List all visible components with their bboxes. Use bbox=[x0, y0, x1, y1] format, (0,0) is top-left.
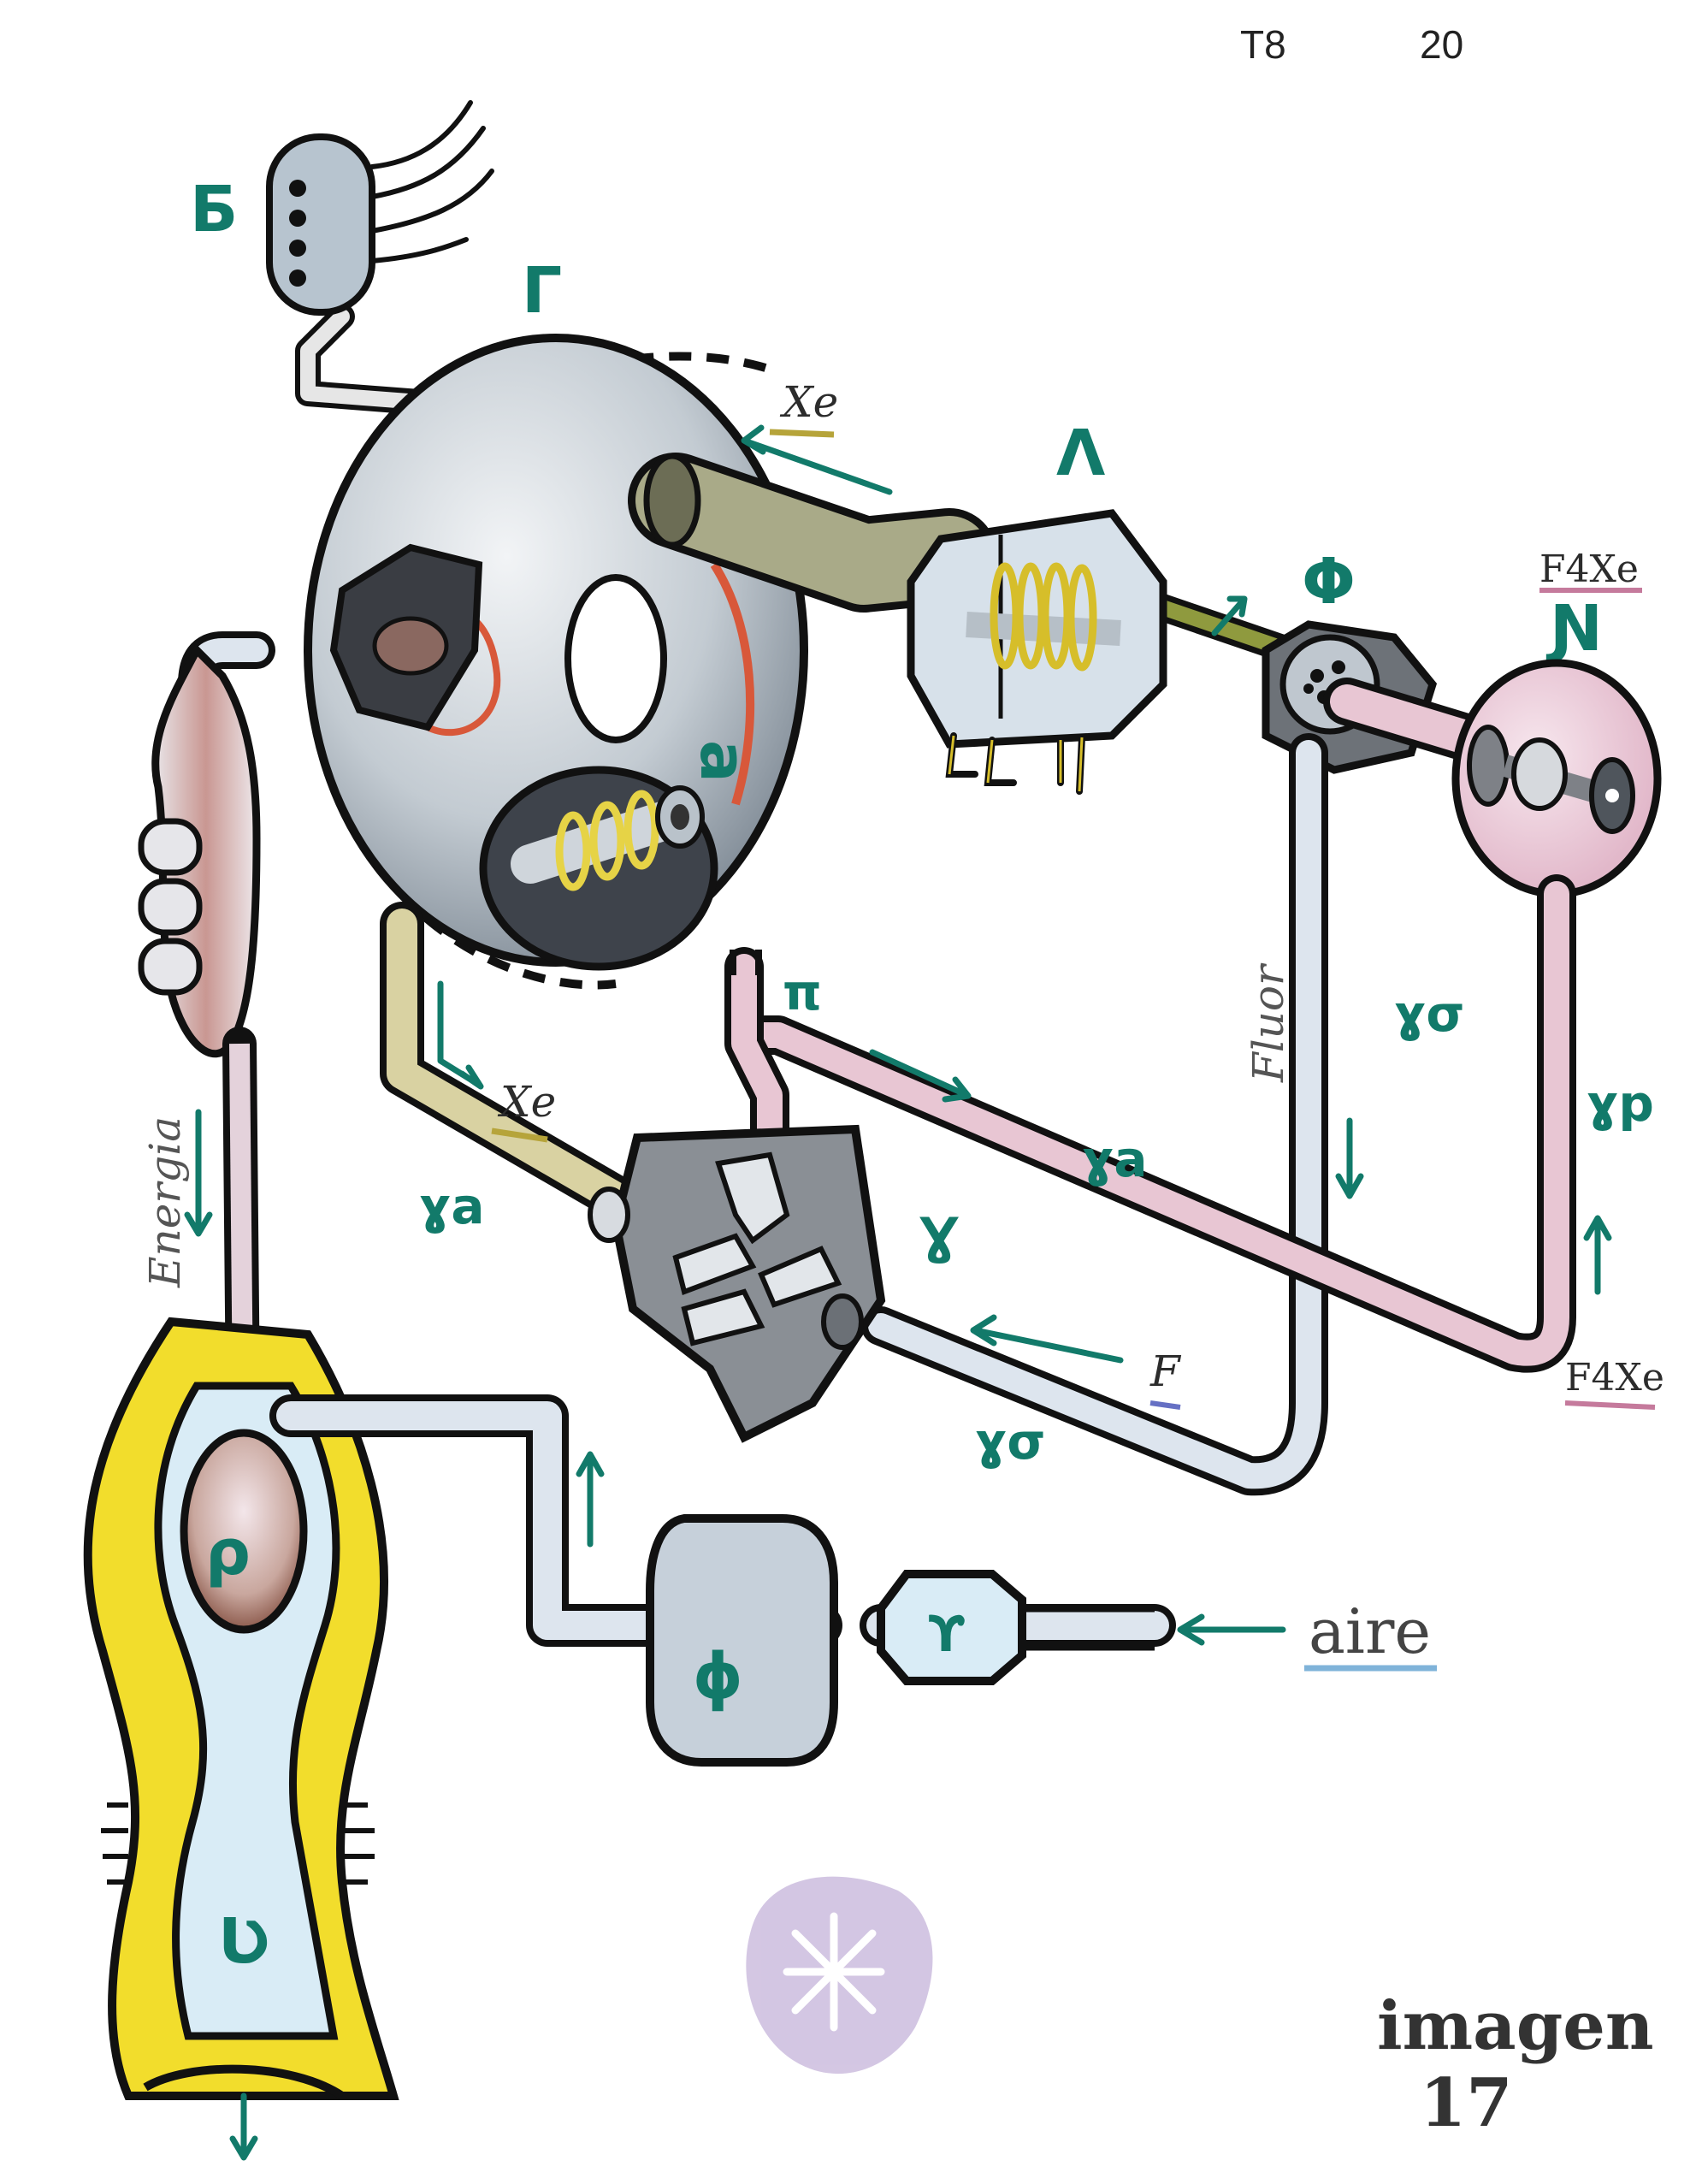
label-filter: ϒ bbox=[928, 1605, 966, 1663]
label-ra-left: ɣa bbox=[419, 1177, 484, 1235]
label-fluor: Fluor bbox=[1244, 962, 1293, 1083]
main-reactor bbox=[304, 334, 808, 990]
label-rp-right: ɣp bbox=[1587, 1074, 1654, 1133]
label-f: F bbox=[1149, 1347, 1182, 1396]
pink-pump bbox=[1323, 659, 1662, 898]
page-note-left: T8 bbox=[1240, 22, 1286, 67]
label-f4xe-top: F4Xe bbox=[1539, 547, 1639, 591]
fluor-line bbox=[861, 733, 1328, 1496]
stamp-logo bbox=[746, 1876, 933, 2075]
pump-unit bbox=[646, 1514, 838, 1767]
label-nozzle: Ʋ bbox=[218, 1905, 269, 1979]
label-mixer: Ɣ bbox=[919, 1207, 959, 1265]
thrust-nozzle bbox=[83, 1317, 399, 2161]
label-ro-right: ɣσ bbox=[1394, 985, 1465, 1043]
label-valve-unit: Φ bbox=[1302, 545, 1356, 619]
label-ra-mid: ɣa bbox=[1082, 1130, 1147, 1188]
pink-return-line bbox=[733, 874, 1576, 1373]
caption-line2: 17 bbox=[1420, 2064, 1513, 2142]
label-pink-pump: Ɲ bbox=[1545, 592, 1603, 666]
mixer-unit bbox=[588, 1124, 886, 1443]
coil-unit bbox=[907, 509, 1167, 795]
label-energia: Energia bbox=[140, 1116, 190, 1288]
label-pipe-junction: π bbox=[783, 963, 822, 1021]
label-sensor: Б bbox=[190, 173, 238, 246]
label-main-reactor: Г bbox=[522, 254, 562, 328]
label-pump: ɸ bbox=[693, 1640, 743, 1713]
sensor-unit bbox=[266, 100, 494, 415]
filter-unit bbox=[877, 1570, 1155, 1685]
xe-return-line bbox=[380, 902, 638, 1220]
label-coil-unit: Λ bbox=[1056, 417, 1105, 490]
page-note-right: 20 bbox=[1420, 22, 1463, 67]
label-reactor-inner: a bbox=[686, 740, 759, 783]
label-xe-top: Xe bbox=[779, 377, 838, 427]
label-xe-mid: Xe bbox=[497, 1077, 556, 1127]
label-chamber: ρ bbox=[205, 1516, 251, 1589]
caption-line1: imagen bbox=[1377, 1987, 1654, 2065]
label-aire: aire bbox=[1309, 1595, 1431, 1667]
label-f4xe-bottom: F4Xe bbox=[1565, 1356, 1664, 1400]
label-ro-bottom: ɣσ bbox=[975, 1412, 1046, 1471]
